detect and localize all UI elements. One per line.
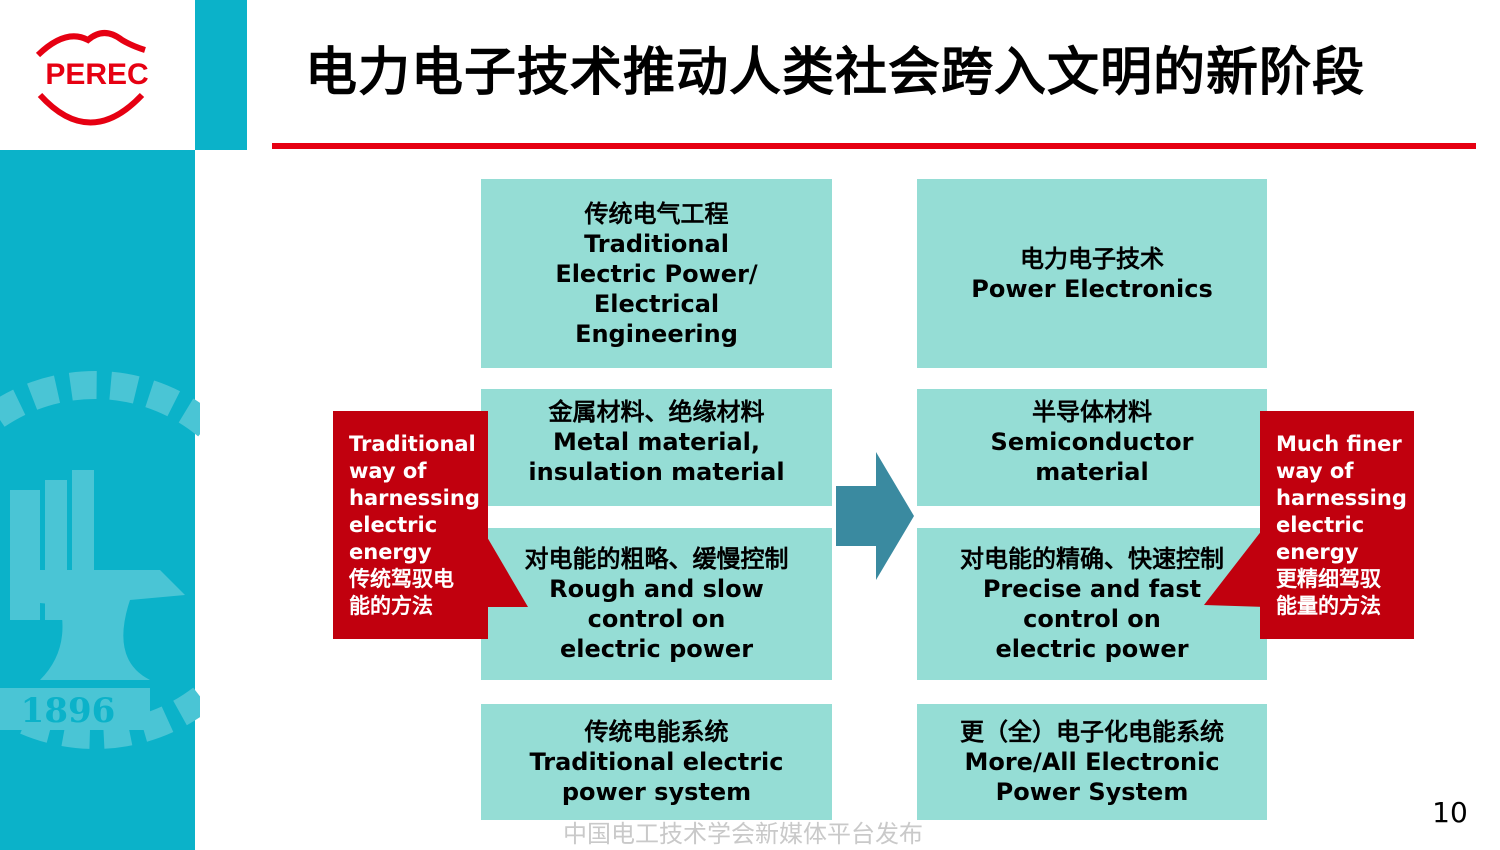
left-callout-line: way of [349, 459, 427, 483]
right-control-line: electric power [995, 635, 1189, 663]
right-callout-line: Much finer [1276, 432, 1402, 456]
page-title: 电力电子技术推动人类社会跨入文明的新阶段 [305, 43, 1366, 103]
left-callout-line: energy [349, 540, 432, 564]
left-material-line: Metal material, [553, 428, 760, 456]
right-material-line: material [1035, 458, 1149, 486]
left-material-box: 金属材料、绝缘材料 Metal material, insulation mat… [481, 389, 832, 506]
logo-area: PEREC [0, 0, 195, 150]
right-arrow-icon [836, 452, 914, 580]
left-field-box: 传统电气工程 Traditional Electric Power/ Elect… [481, 179, 832, 368]
right-control-line: Precise and fast [982, 575, 1202, 603]
left-callout-line: 能的方法 [349, 594, 433, 618]
left-field-line: Electrical [593, 289, 720, 318]
left-field-line: Engineering [575, 319, 738, 348]
right-field-line: 电力电子技术 [1020, 244, 1164, 273]
left-field-line: Traditional [584, 229, 729, 258]
left-system-box: 传统电能系统 Traditional electric power system [481, 704, 832, 820]
university-emblem-icon: 1896 [0, 371, 200, 749]
right-material-box: 半导体材料 Semiconductor material [917, 389, 1267, 506]
right-field-box: 电力电子技术 Power Electronics [917, 179, 1267, 368]
left-control-line: 对电能的粗略、缓慢控制 [524, 545, 789, 573]
emblem-year: 1896 [21, 691, 116, 731]
left-field-line: 传统电气工程 [584, 199, 729, 228]
left-material-line: 金属材料、绝缘材料 [548, 398, 765, 426]
left-callout-line: 传统驾驭电 [349, 567, 454, 591]
left-callout-pointer [480, 525, 528, 607]
left-system-line: 传统电能系统 [584, 718, 729, 746]
right-callout-line: 更精细驾驭 [1276, 567, 1381, 591]
left-control-line: Rough and slow [549, 575, 764, 603]
right-callout-pointer [1204, 525, 1266, 607]
left-callout-line: electric [349, 513, 438, 537]
right-system-line: More/All Electronic [964, 748, 1220, 776]
right-material-line: 半导体材料 [1032, 398, 1152, 426]
footer-credit: 中国电工技术学会新媒体平台发布 [563, 820, 923, 848]
right-material-line: Semiconductor [990, 428, 1194, 456]
title-divider [272, 143, 1476, 149]
right-callout: Much finer way of harnessing electric en… [1260, 411, 1414, 639]
logo-text: PEREC [45, 58, 148, 91]
left-control-box: 对电能的粗略、缓慢控制 Rough and slow control on el… [481, 528, 832, 680]
right-callout-line: harnessing [1276, 486, 1407, 510]
right-field-line: Power Electronics [971, 274, 1213, 303]
left-control-line: control on [587, 605, 726, 633]
right-system-line: Power System [995, 778, 1189, 806]
left-system-line: Traditional electric [529, 748, 784, 776]
perec-logo-icon: PEREC [35, 30, 149, 126]
left-system-line: power system [561, 778, 752, 806]
right-callout-line: energy [1276, 540, 1359, 564]
right-control-line: control on [1023, 605, 1161, 633]
page-number: 10 [1432, 796, 1468, 829]
left-callout-line: Traditional [349, 432, 476, 456]
left-control-line: electric power [559, 635, 754, 663]
left-field-line: Electric Power/ [555, 259, 758, 288]
top-accent-bar [195, 0, 247, 150]
right-control-box: 对电能的精确、快速控制 Precise and fast control on … [917, 528, 1267, 680]
left-callout: Traditional way of harnessing electric e… [333, 411, 488, 639]
left-callout-line: harnessing [349, 486, 480, 510]
right-callout-line: electric [1276, 513, 1365, 537]
right-system-line: 更（全）电子化电能系统 [960, 718, 1224, 746]
right-callout-line: 能量的方法 [1276, 594, 1381, 618]
right-control-line: 对电能的精确、快速控制 [960, 545, 1224, 573]
right-callout-line: way of [1276, 459, 1354, 483]
right-system-box: 更（全）电子化电能系统 More/All Electronic Power Sy… [917, 704, 1267, 820]
left-material-line: insulation material [528, 458, 785, 486]
